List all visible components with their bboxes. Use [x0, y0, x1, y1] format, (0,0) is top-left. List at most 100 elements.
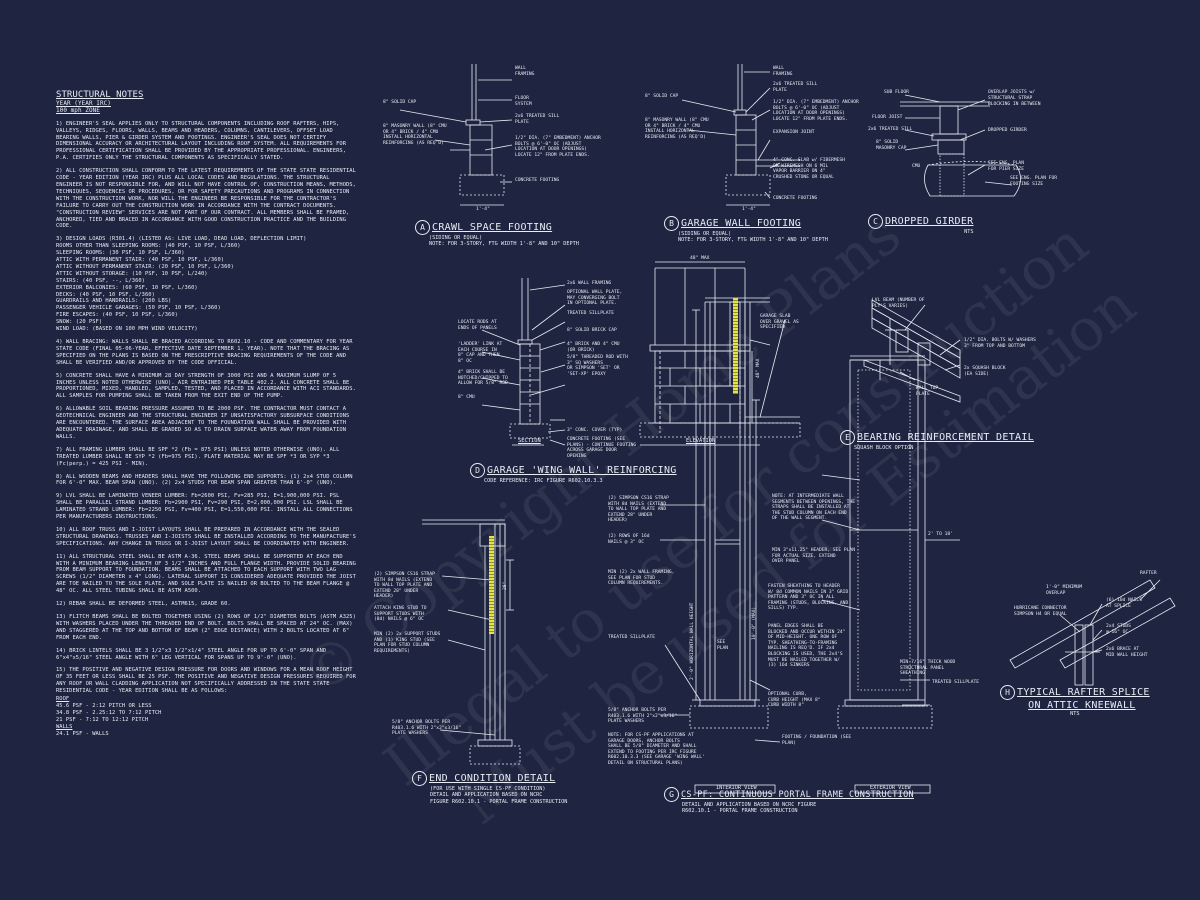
notes-year: YEAR (YEAR IRC) — [56, 99, 111, 107]
label-c-masonry-cap: 8" SOLID MASONRY CAP — [876, 140, 907, 151]
label-f-strap: (2) SIMPSON CS16 STRAP WITH 8d NAILS (EX… — [374, 572, 435, 600]
roof-line-1: 45.6 PSF - 2:12 PITCH OR LESS — [56, 702, 152, 709]
label-d-locate-rods: LOCATE RODS AT ENDS OF PANELS — [458, 320, 497, 331]
label-g-panel-edges: PANEL EDGES SHALL BE BLOCKED AND OCCUR W… — [768, 624, 846, 669]
detail-g-exterior-drawing — [821, 355, 960, 794]
label-h-nails: (6) 10d NAILS AT SPLICE — [1106, 598, 1142, 609]
detail-f-sub3: FIGURE R602.10.1 - PORTAL FRAME CONSTRUC… — [430, 798, 568, 805]
detail-f-sub1: (FOR USE WITH SINGLE CS-PF CONDITION) — [430, 786, 546, 792]
detail-h-nts: NTS — [1070, 711, 1080, 717]
label-d-ladder: 'LADDER' LINK AT EACH COURSE IN 8" CAP A… — [458, 342, 503, 364]
detail-d-section-drawing — [481, 278, 566, 446]
roof-line-2: 34.8 PSF - 2.25:12 TO 7:12 PITCH — [56, 709, 162, 716]
note-11: 11) ALL STRUCTURAL STEEL SHALL BE ASTM A… — [56, 553, 360, 595]
note-7: 7) ALL FRAMING LUMBER SHALL BE SPF *2 (F… — [56, 446, 343, 467]
label-c-dropped-girder: DROPPED GIRDER — [988, 128, 1027, 133]
label-g-wall-framing: MIN (2) 2x WALL FRAMING, SEE PLAN FOR ST… — [608, 570, 675, 587]
label-c-footing-size: SEE ENG. PLAN FOR FOOTING SIZE — [1010, 176, 1058, 187]
label-b-masonry-wall: 8" MASONRY WALL (8" CMU OR 4" BRICK / 4"… — [645, 118, 709, 140]
detail-f-title-text: END CONDITION DETAIL — [429, 773, 556, 784]
note-13: 13) FLITCH BEAMS SHALL BE BOLTED TOGETHE… — [56, 614, 360, 641]
label-f-king-stud: ATTACH KING STUD TO SUPPORT STUDS WITH (… — [374, 606, 427, 623]
label-e-squash-block: 2x SQUASH BLOCK (EA SIDE) — [964, 366, 1006, 377]
label-g-exterior-view: EXTERIOR VIEW — [870, 785, 911, 791]
roof-line-3: 21 PSF - 7:12 TO 12:12 PITCH — [56, 716, 149, 723]
label-a-floor-system: FLOOR SYSTEM — [515, 96, 532, 107]
label-b-expansion-joint: EXPANSION JOINT — [773, 130, 815, 135]
label-c-overlap: OVERLAP JOISTS w/ — [988, 90, 1036, 95]
label-a-anchor-bolts: 1/2" DIA. (7" EMBEDMENT) ANCHOR BOLTS @ … — [515, 136, 601, 158]
label-g-treated-sill: TREATED SILLPLATE — [608, 635, 656, 640]
label-c-sill: 2x6 TREATED SILL — [868, 127, 913, 132]
note-12: 12) REBAR SHALL BE DEFORMED STEEL, ASTM6… — [56, 601, 231, 608]
label-c-floor-joist: FLOOR JOIST — [872, 115, 903, 120]
detail-e-marker: E — [840, 430, 855, 445]
label-h-overlap: 1'-0" MINIMUM OVERLAP — [1046, 585, 1082, 596]
label-c-strap: STRUCTURAL STRAP BLOCKING IN BETWEEN — [988, 96, 1041, 107]
detail-a-sub1: (SIDING OR EQUAL) — [429, 235, 483, 241]
label-b-concrete-footing: CONCRETE FOOTING — [773, 196, 818, 201]
label-b-slab: 4" CONC. SLAB w/ FIBERMESH OR WIREMESH O… — [773, 158, 845, 180]
label-h-rafter: RAFTER — [1140, 571, 1157, 576]
label-g-foundation: FOOTING / FOUNDATION (SEE PLAN) — [782, 735, 852, 746]
label-c-pier-size: SEE ENG. PLAN FOR PIER SIZE — [988, 161, 1024, 172]
detail-a-sub2: NOTE: FOR 3-STORY, FTG WIDTH 1'-8" AND 1… — [429, 241, 579, 248]
note-9: 9) LVL SHALL BE LAMINATED VENEER LUMBER:… — [56, 493, 356, 521]
note-2: 2) ALL CONSTRUCTION SHALL CONFORM TO THE… — [56, 168, 360, 230]
label-c-sub-floor: SUB FLOOR — [884, 90, 909, 95]
label-b-wall-framing: WALL FRAMING — [773, 66, 793, 77]
label-g-anchor-bolts: 5/8" ANCHOR BOLTS PER R403.1.6 WITH 2"x2… — [608, 708, 678, 725]
detail-g-title-text: CS-PF: CONTINUOUS PORTAL FRAME CONSTRUCT… — [681, 790, 914, 800]
label-f-support-studs: MIN (2) 2x SUPPORT STUDS AND (1) KING ST… — [374, 632, 441, 654]
label-a-masonry-wall: 8" MASONRY WALL (8" CMU OR 4" BRICK / 4"… — [383, 124, 447, 146]
detail-f-sub2: DETAIL AND APPLICATION BASED ON NCRC — [430, 792, 543, 799]
label-a-concrete-footing: CONCRETE FOOTING — [515, 178, 560, 183]
detail-e-sub1: SQUASH BLOCK OPTION — [854, 445, 914, 451]
note-1: 1) ENGINEER'S SEAL APPLIES ONLY TO STRUC… — [56, 120, 350, 162]
label-a-solid-cap: 8" SOLID CAP — [383, 100, 417, 105]
roof-heading: ROOF — [56, 696, 70, 703]
label-b-sill-plate: 2x6 TREATED SILL PLATE — [773, 82, 818, 93]
detail-e-drawing — [863, 299, 961, 403]
label-e-lvl-beam: LVL BEAM (NUMBER OF PLY'S VARIES) — [872, 298, 925, 309]
label-d-cmu: 8" CMU — [458, 395, 475, 400]
label-f-dimension: 28" — [503, 581, 508, 590]
label-g-wall-height: 2'-0" HORIZONTAL WALL HEIGHT — [690, 602, 695, 680]
note-4: 4) WALL BRACING: WALLS SHALL BE BRACED A… — [56, 339, 356, 366]
label-g-nail-rows: (2) ROWS OF 16d NAILS @ 3" OC — [608, 534, 650, 545]
label-e-bolts: 1/2" DIA. BOLTS W/ WASHERS 3" FROM TOP A… — [964, 338, 1036, 349]
note-5: 5) CONCRETE SHALL HAVE A MINIMUM 28 DAY … — [56, 372, 360, 400]
label-a-dimension: 1'-4" — [476, 207, 490, 212]
label-g-osb: MIN 7/16" THICK WOOD STRUCTURAL PANEL SH… — [900, 660, 956, 677]
notes-wind-zone: 100 mph ZONE — [56, 106, 100, 114]
note-8: 8) ALL WOODEN BEAMS AND HEADERS SHALL HA… — [56, 473, 356, 487]
label-g-treated-sill-2: TREATED SILLPLATE — [932, 680, 980, 685]
label-d-elevation: ELEVATION — [686, 438, 716, 444]
detail-b-marker: B — [664, 216, 679, 231]
label-d-optional-plate: OPTIONAL WALL PLATE, MAY CONVERGING BOLT… — [567, 290, 623, 307]
detail-d-marker: D — [470, 463, 485, 478]
label-h-brace: 2x6 BRACE AT MID WALL HEIGHT — [1106, 647, 1148, 658]
detail-d-sub1: CODE REFERENCE: IRC FIGURE R602.10.3.3 — [484, 478, 603, 484]
note-14: 14) BRICK LINTELS SHALL BE 3 1/2"x3 1/2"… — [56, 647, 330, 661]
walls-heading: WALLS — [56, 723, 73, 730]
detail-g-sub1: DETAIL AND APPLICATION BASED ON NCRC FIG… — [682, 802, 817, 808]
detail-a-marker: A — [415, 220, 430, 235]
detail-a-title-text: CRAWL SPACE FOOTING — [432, 222, 553, 233]
detail-f-marker: F — [412, 771, 427, 786]
notes-title: STRUCTURAL NOTES — [56, 90, 144, 100]
label-b-anchor-bolts: 1/2" DIA. (7" EMBEDMENT) ANCHOR BOLTS @ … — [773, 100, 859, 122]
note-6: 6) ALLOWABLE SOIL BEARING PRESSURE ASSUM… — [56, 406, 353, 440]
note-3: 3) DESIGN LOADS (R301.4) (LISTED AS: LIV… — [56, 236, 307, 333]
label-g-header: MIN 3"x11.25" HEADER, SEE PLAN FOR ACTUA… — [772, 548, 855, 565]
label-d-treated-sill: TREATED SILLPLATE — [567, 311, 615, 316]
detail-b-sub1: (SIDING OR EQUAL) — [678, 231, 732, 237]
label-d-height-max: 48" MAX — [756, 358, 761, 378]
label-g-fasten: FASTEN SHEATHING TO HEADER W/ 8d COMMON … — [768, 584, 849, 612]
label-a-wall-framing: WALL FRAMING — [515, 66, 535, 77]
detail-h-title-line-1: TYPICAL RAFTER SPLICE — [1017, 687, 1150, 698]
detail-b-title-text: GARAGE WALL FOOTING — [681, 218, 802, 229]
